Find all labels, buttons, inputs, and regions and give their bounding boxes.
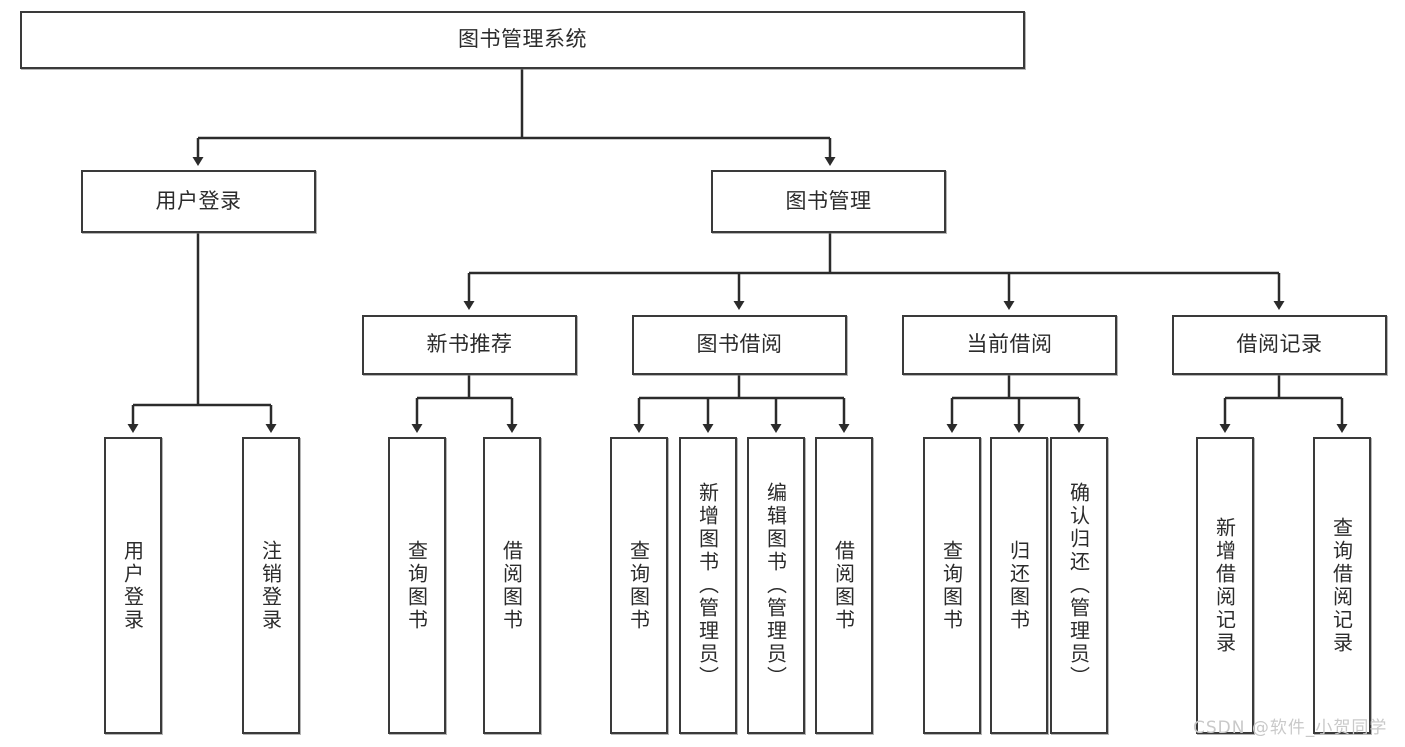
node-book-borrow[interactable]: 图书借阅 (632, 315, 847, 375)
leaf-current-query-book[interactable]: 查询图书 (923, 437, 981, 734)
node-borrow-record[interactable]: 借阅记录 (1172, 315, 1387, 375)
leaf-current-confirm-return[interactable]: 确认归还（管理员） (1050, 437, 1108, 734)
leaf-current-return-book[interactable]: 归还图书 (990, 437, 1048, 734)
leaf-record-add-record[interactable]: 新增借阅记录 (1196, 437, 1254, 734)
leaf-borrow-add-book[interactable]: 新增图书（管理员） (679, 437, 737, 734)
node-label: 注销登录 (258, 539, 283, 632)
node-label: 图书借阅 (696, 332, 783, 357)
node-label: 确认归还（管理员） (1066, 482, 1091, 689)
node-label: 借阅图书 (499, 539, 524, 632)
node-label: 归还图书 (1006, 539, 1031, 632)
node-book-management[interactable]: 图书管理 (711, 170, 946, 233)
node-label: 查询图书 (404, 539, 429, 632)
node-user-login[interactable]: 用户登录 (81, 170, 316, 233)
node-label: 新增借阅记录 (1212, 516, 1237, 655)
node-label: 借阅图书 (831, 539, 856, 632)
leaf-record-query-record[interactable]: 查询借阅记录 (1313, 437, 1371, 734)
node-label: 新书推荐 (426, 332, 513, 357)
node-label: 当前借阅 (966, 332, 1053, 357)
node-label: 用户登录 (120, 539, 145, 632)
leaf-borrow-borrow-book[interactable]: 借阅图书 (815, 437, 873, 734)
leaf-borrow-edit-book[interactable]: 编辑图书（管理员） (747, 437, 805, 734)
node-label: 图书管理系统 (458, 27, 587, 52)
node-current-borrow[interactable]: 当前借阅 (902, 315, 1117, 375)
node-root[interactable]: 图书管理系统 (20, 11, 1025, 69)
node-label: 借阅记录 (1236, 332, 1323, 357)
node-new-book-recommend[interactable]: 新书推荐 (362, 315, 577, 375)
node-label: 查询图书 (626, 539, 651, 632)
node-label: 查询借阅记录 (1329, 516, 1354, 655)
leaf-borrow-query-book[interactable]: 查询图书 (610, 437, 668, 734)
node-label: 新增图书（管理员） (695, 482, 720, 689)
leaf-user-login[interactable]: 用户登录 (104, 437, 162, 734)
leaf-newbook-query-book[interactable]: 查询图书 (388, 437, 446, 734)
node-label: 查询图书 (939, 539, 964, 632)
node-label: 用户登录 (155, 188, 242, 213)
node-label: 图书管理 (785, 188, 872, 213)
csdn-watermark: CSDN @软件_小贺同学 (1193, 718, 1388, 738)
leaf-user-logout[interactable]: 注销登录 (242, 437, 300, 734)
leaf-newbook-borrow-book[interactable]: 借阅图书 (483, 437, 541, 734)
node-label: 编辑图书（管理员） (763, 482, 788, 689)
